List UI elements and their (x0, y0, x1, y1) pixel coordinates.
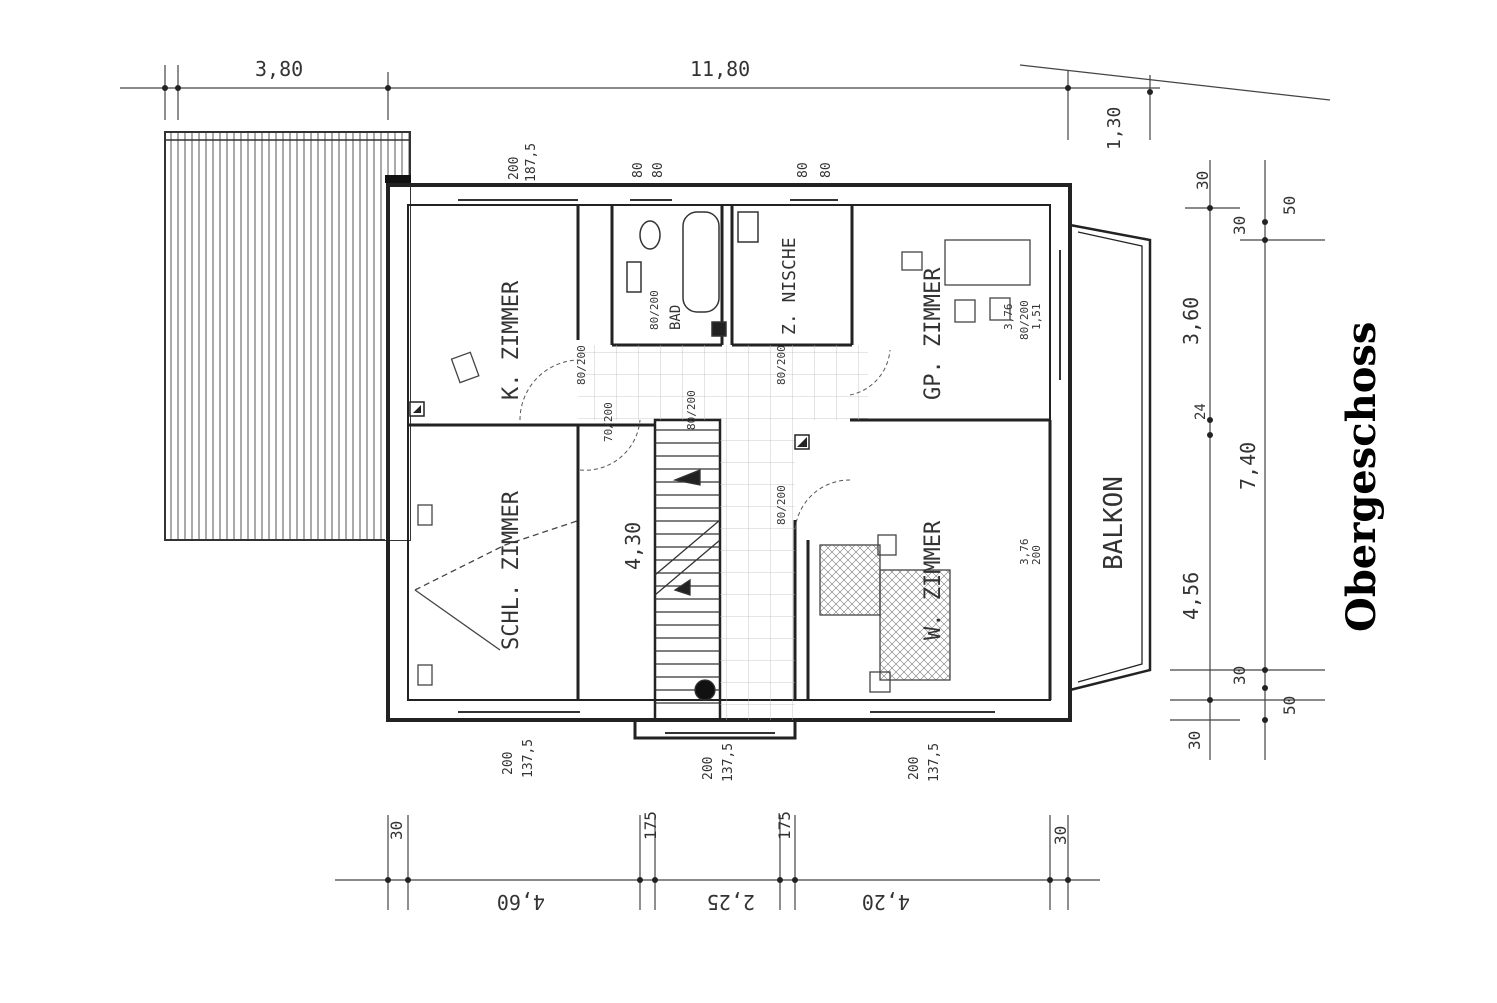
dim-stair-430: 4,30 (621, 522, 645, 570)
win-label-2b: 80 (651, 162, 666, 178)
door-label-3: 80/200 (685, 390, 698, 430)
windows (458, 199, 1061, 734)
win-label-6b: 137,5 (927, 743, 942, 782)
door-label-5: 70/200 (602, 402, 615, 442)
dim-right-50a: 50 (1280, 196, 1299, 215)
dim-top-total: 11,80 (690, 57, 750, 81)
win-label-3b: 80 (819, 162, 834, 178)
markers (409, 401, 810, 450)
win-label-3: 80 (796, 162, 811, 178)
dim-bottom-225: 2,25 (707, 890, 755, 914)
room-label-balcony: BALKON (1099, 476, 1129, 570)
dim-top-left: 3,80 (255, 57, 303, 81)
dim-bottom-175a: 175 (641, 811, 660, 840)
door-label-2: 80/200 (775, 345, 788, 385)
bathroom-fixtures (626, 211, 759, 337)
win-label-5: 200 (701, 757, 716, 780)
win-label-1b: 187,5 (524, 143, 539, 182)
win-label-2: 80 (631, 162, 646, 178)
staircase (654, 429, 721, 704)
room-label-nische: Z. NISCHE (779, 237, 800, 335)
room-label-bath: BAD (668, 305, 684, 330)
win-label-6: 200 (907, 757, 922, 780)
dim-bottom-460: 4,60 (497, 890, 545, 914)
dim-right-360: 3,60 (1179, 297, 1203, 345)
hallway-floor (578, 345, 868, 420)
dim-right-50b: 50 (1280, 696, 1299, 715)
dim-right-24: 24 (1193, 403, 1209, 420)
room-label-1: K. ZIMMER (499, 280, 524, 400)
room-label-2: SCHL. ZIMMER (499, 490, 524, 650)
side-label-1: 3,76 (1018, 539, 1031, 566)
dimension-lines (120, 64, 1331, 910)
door-label-6: 80/200 (648, 290, 661, 330)
side-label-1b: 200 (1030, 545, 1043, 565)
door-swings (519, 349, 891, 531)
side-label-2: 3,76 (1002, 304, 1015, 331)
dim-bottom-30b: 30 (1051, 826, 1070, 845)
dim-right-456: 4,56 (1179, 572, 1203, 620)
dim-right-30d: 30 (1185, 731, 1204, 750)
win-label-4: 200 (501, 752, 516, 775)
furniture (414, 239, 1031, 693)
corridor-floor (720, 420, 795, 720)
dim-right-30c: 30 (1230, 666, 1249, 685)
dim-right-30b: 30 (1230, 216, 1249, 235)
side-label-2b: 1,51 (1030, 304, 1043, 331)
door-label-1: 80/200 (575, 345, 588, 385)
balcony-outline (1069, 223, 1152, 692)
dim-bottom-420: 4,20 (862, 890, 910, 914)
dim-bottom-30a: 30 (387, 821, 406, 840)
win-label-5b: 137,5 (721, 743, 736, 782)
dim-right-30a: 30 (1193, 171, 1212, 190)
floor-title: Obergeschoss (1338, 322, 1385, 632)
hatched-roof (164, 131, 411, 541)
dim-bottom-175b: 175 (775, 811, 794, 840)
dimension-ticks (162, 85, 1268, 883)
door-label-7: 80/200 (1018, 300, 1031, 340)
room-label-3: GP. ZIMMER (921, 267, 946, 400)
room-label-4: W. ZIMMER (921, 520, 946, 640)
win-label-4b: 137,5 (521, 739, 536, 778)
door-label-4: 80/200 (775, 485, 788, 525)
win-label-1: 200 (507, 157, 522, 180)
dim-right-130: 1,30 (1104, 107, 1125, 150)
dim-right-740: 7,40 (1236, 442, 1260, 490)
